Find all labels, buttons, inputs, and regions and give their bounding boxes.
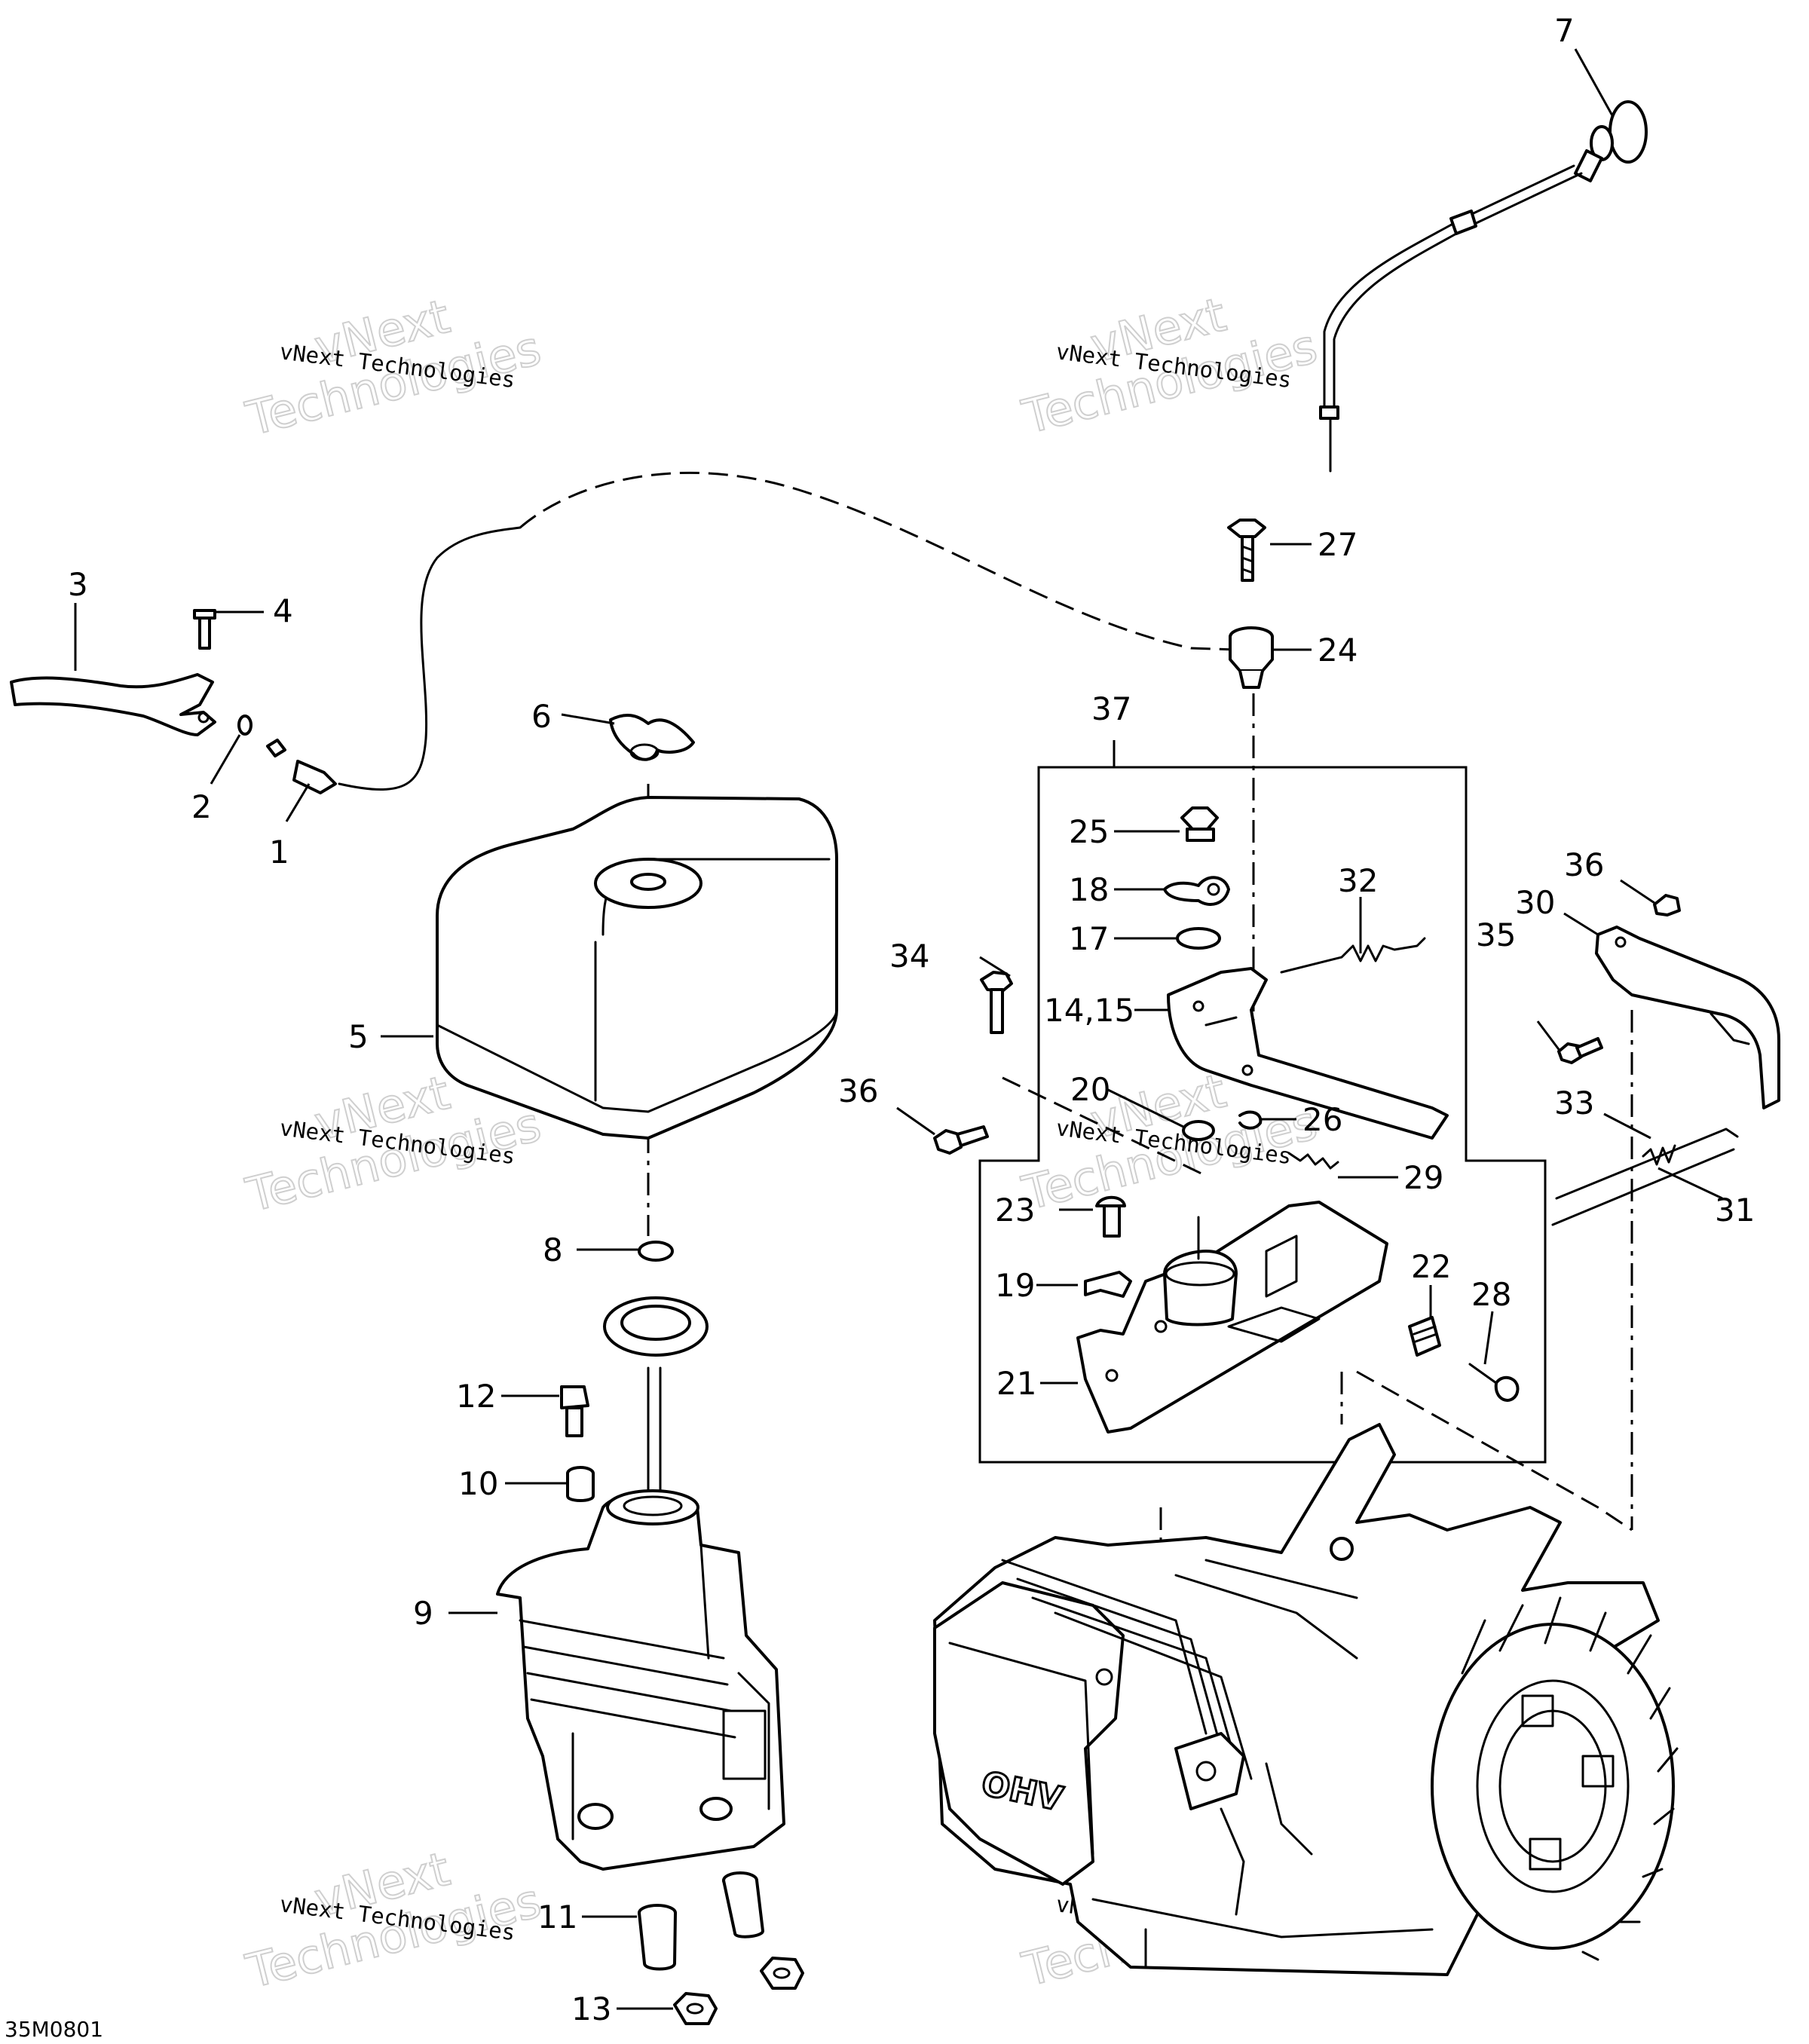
callout-14-15: 14,15 xyxy=(1044,992,1134,1029)
fitting-bolt xyxy=(1227,519,1266,582)
lever-bolt xyxy=(193,609,216,650)
callout-4: 4 xyxy=(273,592,293,629)
cable-end xyxy=(266,739,337,794)
callout-8: 8 xyxy=(543,1232,563,1268)
dash-21 xyxy=(1356,1370,1633,1531)
engine-block: OHV xyxy=(933,1423,1679,1976)
throttle-cable xyxy=(338,526,522,791)
callout-30: 31 xyxy=(1715,1192,1755,1229)
throttle-lever xyxy=(10,673,216,736)
callout-21: 22 xyxy=(1411,1248,1451,1285)
callout-31: 32 xyxy=(1338,862,1378,899)
choke-knob-assembly xyxy=(1319,100,1648,473)
nut-36 xyxy=(1653,894,1681,916)
callout-22: 23 xyxy=(995,1192,1035,1229)
spring-32-rod-30 xyxy=(1551,1128,1739,1226)
sleeve-right xyxy=(722,1871,764,1938)
callout-11: 11 xyxy=(537,1899,577,1935)
callout-1: 1 xyxy=(269,834,289,871)
spring-21 xyxy=(1408,1316,1441,1357)
callout-27: 28 xyxy=(1471,1276,1511,1313)
clip-18 xyxy=(1084,1271,1132,1298)
sleeve-left xyxy=(638,1904,677,1971)
callout-26: 27 xyxy=(1318,526,1358,563)
bolt-35 xyxy=(933,1125,989,1155)
callout-12: 12 xyxy=(456,1378,496,1415)
callout-2: 2 xyxy=(191,788,212,825)
callout-13: 13 xyxy=(571,1990,611,2027)
callout-18: 19 xyxy=(995,1267,1035,1304)
nut-24 xyxy=(1180,806,1219,842)
figure-id: 35M0801 xyxy=(5,2017,103,2042)
callout-16: 17 xyxy=(1069,920,1109,957)
callout-35: 36 xyxy=(838,1072,878,1109)
callout-6: 6 xyxy=(531,698,552,735)
screw-22 xyxy=(1095,1195,1126,1238)
callout-36: 36 xyxy=(1564,846,1604,883)
bolt-33 xyxy=(980,971,1013,1034)
air-filter-housing xyxy=(496,1366,785,1871)
filter-seal xyxy=(603,1296,709,1357)
callout-25: 26 xyxy=(1302,1101,1342,1138)
nut-left xyxy=(673,1992,718,2025)
assembly-box-37 xyxy=(978,766,1547,1464)
nut-right xyxy=(760,1957,804,1990)
spring-28 xyxy=(1287,1152,1339,1170)
base-bracket-20 xyxy=(1076,1201,1388,1434)
filter-washer xyxy=(638,1241,674,1262)
air-filter-cover xyxy=(436,796,838,1140)
leader-lines xyxy=(74,48,1723,2010)
wing-nut xyxy=(609,714,695,761)
throttle-cable-path xyxy=(519,471,1237,651)
callout-23: 24 xyxy=(1318,632,1358,669)
callout-17: 18 xyxy=(1069,871,1109,908)
cable-fitting xyxy=(1229,626,1274,689)
lever-washer xyxy=(237,714,253,736)
callout-19: 20 xyxy=(1070,1071,1110,1108)
callout-5: 5 xyxy=(348,1018,369,1055)
callout-7: 7 xyxy=(1554,12,1575,49)
control-bracket-14-15 xyxy=(1167,967,1449,1140)
callout-20: 21 xyxy=(996,1365,1036,1402)
screw-27 xyxy=(1468,1363,1520,1402)
spacer xyxy=(566,1466,595,1502)
filter-bolt xyxy=(560,1385,589,1437)
callout-32: 33 xyxy=(1554,1085,1594,1121)
washer-19 xyxy=(1182,1120,1215,1141)
callout-37: 37 xyxy=(1091,690,1131,727)
washer-16 xyxy=(1176,927,1221,950)
spring-31 xyxy=(1280,937,1426,974)
callout-29: 30 xyxy=(1515,884,1555,921)
lever-17 xyxy=(1163,876,1230,906)
callout-28: 29 xyxy=(1403,1159,1443,1196)
callout-9: 9 xyxy=(413,1595,433,1632)
lever-29 xyxy=(1595,926,1780,1109)
callout-labels: 3 4 2 1 6 7 5 8 12 10 9 11 13 27 24 37 2… xyxy=(68,12,1755,2027)
clip-25 xyxy=(1238,1110,1263,1130)
bolt-34 xyxy=(1557,1037,1603,1064)
callout-33: 34 xyxy=(889,938,929,975)
callout-10: 10 xyxy=(458,1465,498,1502)
callout-3: 3 xyxy=(68,566,88,603)
callout-34: 35 xyxy=(1476,916,1516,953)
dash-33 xyxy=(1002,1076,1207,1177)
callout-24: 25 xyxy=(1069,813,1109,850)
